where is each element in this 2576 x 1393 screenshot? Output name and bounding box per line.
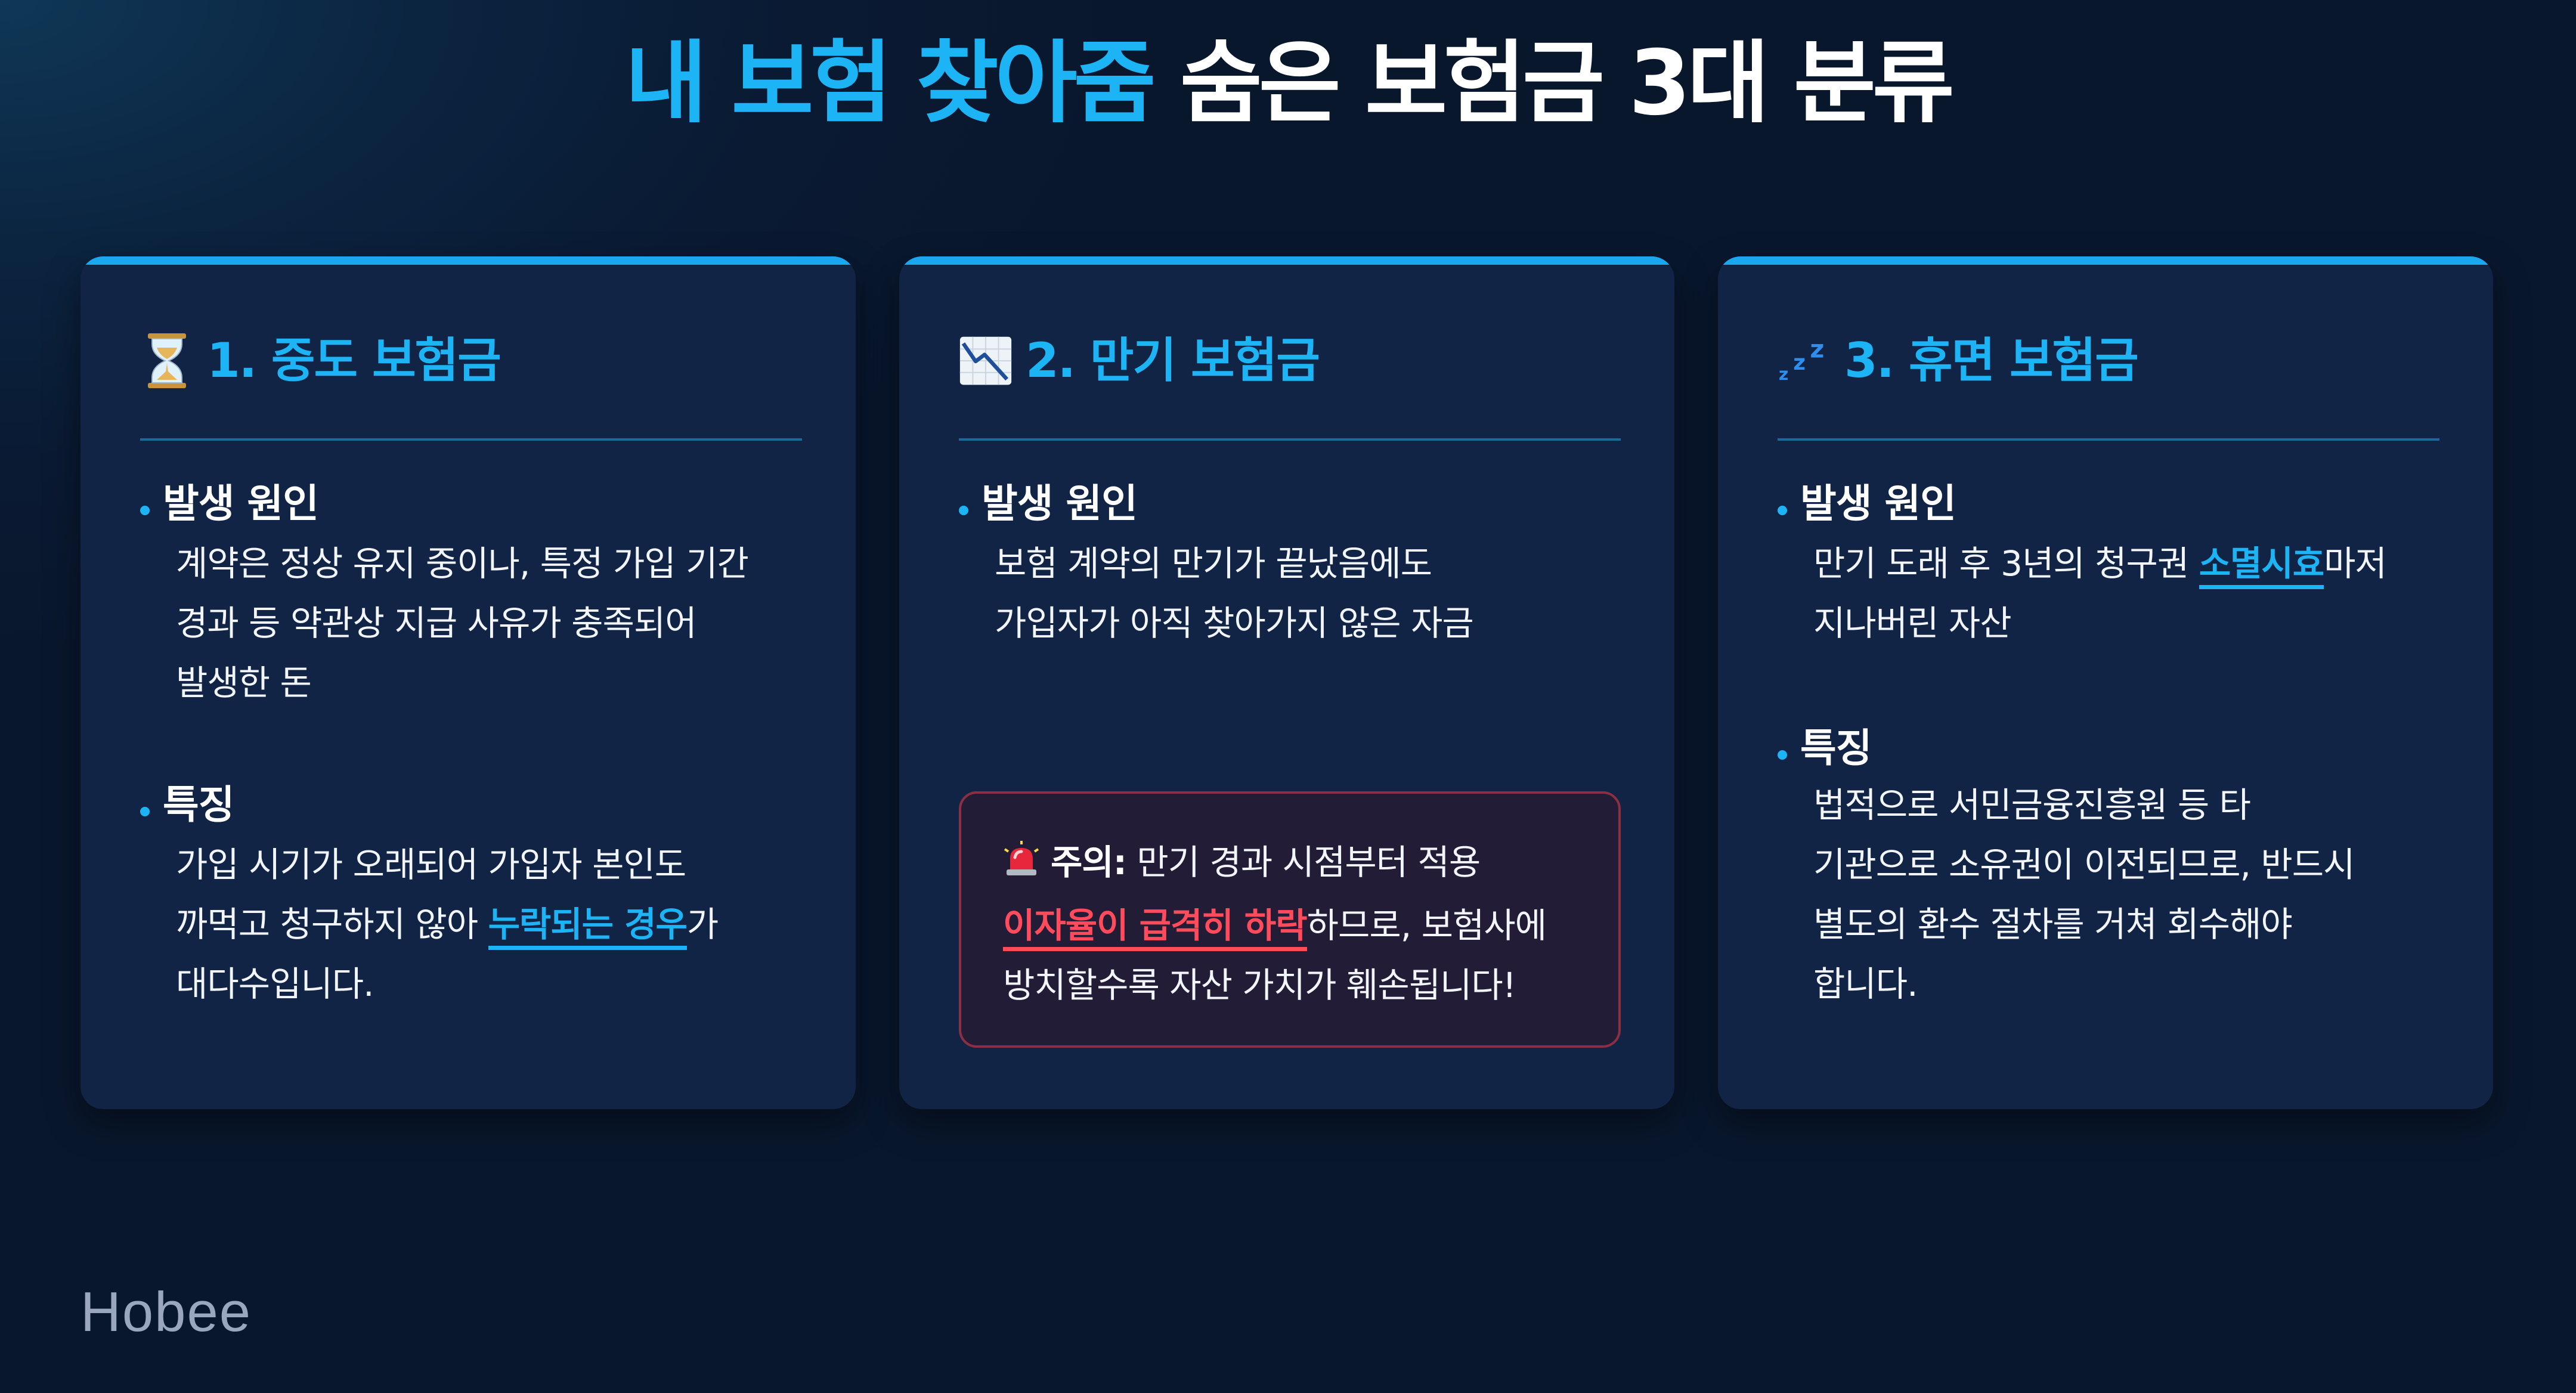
cause-label: 발생 원인 [959, 477, 1138, 531]
title-accent: 내 보험 찾아줌 [625, 32, 1156, 135]
warning-label: 주의: [1051, 842, 1127, 883]
card-maturity-insurance: 2. 만기 보험금 발생 원인 보험 계약의 만기가 끝났음에도 가입자가 아직… [899, 256, 1674, 1109]
card-title: 1. 중도 보험금 [207, 333, 501, 388]
divider [959, 438, 1621, 441]
cause-text: 보험 계약의 만기가 끝났음에도 가입자가 아직 찾아가지 않은 자금 [995, 543, 1474, 643]
bullet-icon [1778, 506, 1787, 515]
feature-text: 가입 시기가 오래되어 가입자 본인도 까먹고 청구하지 않아 누락되는 경우가… [176, 844, 719, 1004]
card-header: 2. 만기 보험금 [959, 322, 1621, 400]
highlight-missed-cases: 누락되는 경우 [488, 904, 688, 950]
brand-logo: Hobee [80, 1280, 252, 1343]
bullet-icon [140, 506, 150, 515]
hourglass-icon [140, 331, 194, 391]
cause-text: 계약은 정상 유지 중이나, 특정 가입 기간 경과 등 약관상 지급 사유가 … [176, 543, 749, 703]
siren-icon [1003, 836, 1040, 896]
svg-text:z: z [1779, 364, 1788, 384]
card-title: 2. 만기 보험금 [1026, 333, 1320, 388]
warning-box: 주의: 만기 경과 시점부터 적용 이자율이 급격히 하락하므로, 보험사에 방… [959, 791, 1621, 1048]
page-title: 내 보험 찾아줌 숨은 보험금 3대 분류 [0, 24, 2576, 143]
card-dormant-insurance: z z z 3. 휴면 보험금 발생 원인 만기 도래 후 3년의 청구권 소멸… [1718, 256, 2493, 1109]
card-title: 3. 휴면 보험금 [1844, 333, 2139, 388]
svg-text:z: z [1793, 351, 1806, 375]
bullet-icon [140, 807, 150, 816]
card-header: 1. 중도 보험금 [140, 322, 802, 400]
card-header: z z z 3. 휴면 보험금 [1778, 322, 2439, 400]
highlight-statute-limitation: 소멸시효 [2199, 543, 2324, 589]
highlight-rate-drop: 이자율이 급격히 하락 [1003, 905, 1308, 951]
feature-label: 특징 [140, 778, 234, 832]
cause-label: 발생 원인 [1778, 477, 1956, 531]
warning-text: 주의: 만기 경과 시점부터 적용 이자율이 급격히 하락하므로, 보험사에 방… [1003, 832, 1599, 1015]
cause-text: 만기 도래 후 3년의 청구권 소멸시효마저 지나버린 자산 [1813, 543, 2387, 643]
zzz-icon: z z z [1778, 331, 1831, 391]
svg-text:z: z [1810, 337, 1824, 363]
cause-label: 발생 원인 [140, 477, 319, 531]
title-rest: 숨은 보험금 3대 분류 [1179, 32, 1955, 135]
divider [1778, 438, 2439, 441]
card-interim-insurance: 1. 중도 보험금 발생 원인 계약은 정상 유지 중이나, 특정 가입 기간 … [80, 256, 856, 1109]
feature-label: 특징 [1778, 722, 1872, 775]
feature-text: 법적으로 서민금융진흥원 등 타 기관으로 소유권이 이전되므로, 반드시 별도… [1813, 785, 2355, 1004]
divider [140, 438, 802, 441]
bullet-icon [959, 506, 968, 515]
chart-decreasing-icon [959, 331, 1013, 391]
bullet-icon [1778, 750, 1787, 760]
